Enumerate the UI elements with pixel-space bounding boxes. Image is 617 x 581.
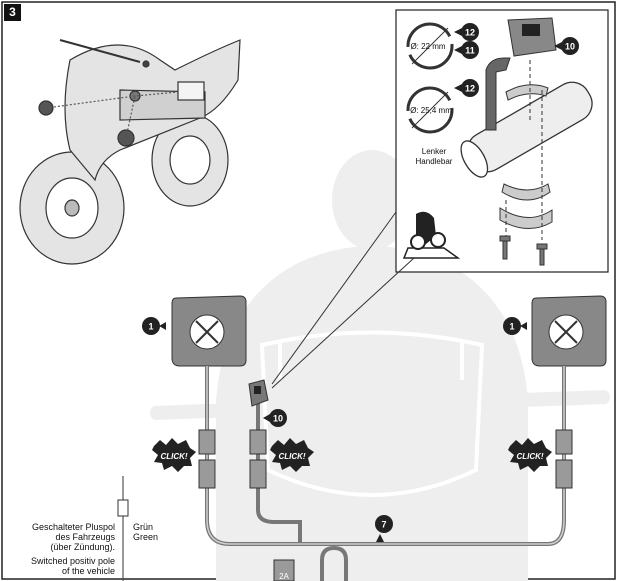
pointer-line	[271, 257, 415, 389]
diameter-large-label: Ø: 25,4 mm	[410, 106, 452, 115]
svg-text:10: 10	[565, 42, 575, 52]
positive-pole-label: Geschalteter Pluspol des Fahrzeugs (über…	[31, 522, 115, 576]
pointer-line	[271, 211, 397, 385]
svg-text:12: 12	[465, 84, 475, 94]
click-text: CLICK!	[516, 452, 543, 461]
click-burst-3: CLICK!	[508, 438, 552, 472]
svg-text:12: 12	[465, 28, 475, 38]
callout-clamp-2: 11	[454, 41, 479, 59]
step-number-badge: 3	[4, 4, 21, 21]
svg-text:1: 1	[509, 322, 514, 332]
motorcycle-illustration	[19, 39, 241, 265]
positive-pole-en-line1: Switched positiv pole	[30, 556, 115, 566]
positive-pole-de-line2: des Fahrzeugs	[55, 532, 115, 542]
callout-switch-inset: 10	[554, 37, 579, 55]
callout-lamp-left: 1	[142, 317, 166, 335]
positive-pole-en-line2: of the vehicle	[61, 566, 115, 576]
positive-pole-de-line3: (über Zündung).	[50, 542, 115, 552]
callout-switch: 10	[263, 409, 287, 427]
wire-connector	[117, 499, 129, 517]
lamp-right	[531, 295, 607, 367]
svg-text:11: 11	[465, 46, 475, 56]
positive-pole-de-line1: Geschalteter Pluspol	[31, 522, 115, 532]
svg-text:1: 1	[148, 322, 153, 332]
click-text: CLICK!	[278, 452, 305, 461]
handlebar-switch	[248, 379, 269, 407]
click-text: CLICK!	[160, 452, 187, 461]
handlebar-label-en: Handlebar	[416, 157, 453, 166]
callout-clamp-1: 12	[454, 23, 479, 41]
callout-cable: 7	[375, 515, 393, 542]
handlebar-label-de: Lenker	[422, 147, 447, 156]
fuse-label: 2A	[279, 572, 289, 581]
lamp-left	[171, 295, 247, 367]
callout-lamp-right: 1	[503, 317, 527, 335]
fuse: 2A	[273, 559, 295, 581]
click-burst-2: CLICK!	[270, 438, 314, 472]
click-burst-1: CLICK!	[152, 438, 196, 472]
wiring-harness-highlight	[206, 366, 565, 545]
svg-text:7: 7	[381, 520, 386, 530]
svg-text:10: 10	[273, 414, 283, 424]
wire-color-label-de: Grün	[133, 522, 154, 532]
connectors	[198, 429, 573, 489]
diameter-small-label: Ø: 22 mm	[410, 42, 445, 51]
wire-color-label-en: Green	[133, 532, 159, 542]
callout-clamp-3: 12	[454, 79, 479, 97]
